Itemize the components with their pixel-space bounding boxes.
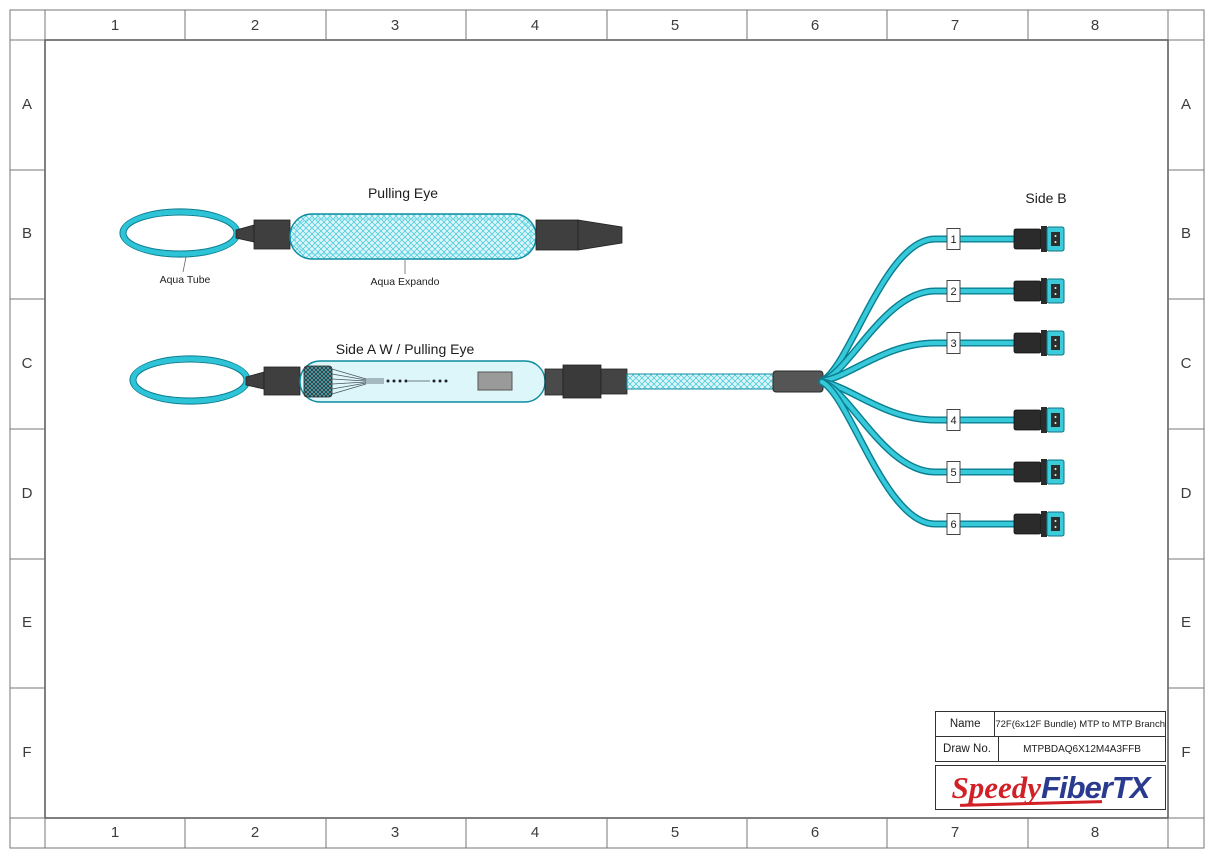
branch-cable-3 <box>818 339 1020 385</box>
grid-col-label-top-1: 1 <box>110 17 120 34</box>
branch-cable-2 <box>818 287 1020 385</box>
furcation-mesh-block <box>303 365 333 398</box>
branch-tag-label: 2 <box>950 286 956 298</box>
grid-row-label-right-e: E <box>1180 614 1191 631</box>
grid-row-label-left-c: C <box>21 355 33 372</box>
grid-col-label-top-7: 7 <box>950 17 960 34</box>
grid-col-label-bottom-1: 1 <box>110 824 120 841</box>
name-label: Name <box>936 712 996 736</box>
draw-no-value: MTPBDAQ6X12M4A3FFB <box>1023 743 1141 755</box>
grid-col-label-bottom-2: 2 <box>250 824 260 841</box>
grid-col-label-top-3: 3 <box>390 17 400 34</box>
grid-col-label-top-6: 6 <box>810 17 820 34</box>
grid-col-label-bottom-5: 5 <box>670 824 680 841</box>
title-block-row-name: Name 72F(6x12F Bundle) MTP to MTP Branch <box>936 712 1165 736</box>
branch-tag-2: 2 <box>946 280 961 302</box>
branch-number-tags: 1 2 3 4 5 6 <box>946 228 961 535</box>
inner-gray-sleeve <box>477 371 513 391</box>
aqua-tube-label: Aqua Tube <box>159 274 211 286</box>
loop-ferrule-block <box>263 366 301 396</box>
title-block-row-drawno: Draw No. MTPBDAQ6X12M4A3FFB <box>936 736 1165 761</box>
fiber-fanout-lines <box>331 368 430 395</box>
branch-tag-4: 4 <box>946 409 961 431</box>
mtp-connector-5 <box>1013 459 1065 485</box>
mtp-connectors <box>1013 226 1065 537</box>
grid-col-label-top-5: 5 <box>670 17 680 34</box>
cable-loop-tube <box>120 209 240 257</box>
grid-row-label-right-a: A <box>1180 96 1191 113</box>
grid-row-label-left-f: F <box>22 744 32 761</box>
cable-loop-inner <box>135 361 245 399</box>
grid-col-label-top-2: 2 <box>250 17 260 34</box>
grid-col-label-bottom-4: 4 <box>530 824 540 841</box>
grid-col-label-bottom-6: 6 <box>810 824 820 841</box>
side-b-title: Side B <box>1025 190 1067 206</box>
grid-col-label-bottom-8: 8 <box>1090 824 1100 841</box>
mtp-connector-4 <box>1013 407 1065 433</box>
grid-col-label-bottom-7: 7 <box>950 824 960 841</box>
connector-stage-3 <box>600 368 628 395</box>
branch-tag-label: 1 <box>950 234 956 246</box>
branch-tag-label: 3 <box>950 338 956 350</box>
branch-tag-label: 5 <box>950 467 956 479</box>
mtp-connector-2 <box>1013 278 1065 304</box>
grid-row-label-left-d: D <box>21 485 33 502</box>
grid-col-label-bottom-3: 3 <box>390 824 400 841</box>
grid-row-label-right-d: D <box>1180 485 1192 502</box>
branch-cable-4 <box>818 378 1020 424</box>
branch-tag-label: 4 <box>950 415 956 427</box>
logo-fibertx-text: FiberTX <box>1041 769 1150 805</box>
pulling-eye-assembly <box>119 208 623 274</box>
connector-stage-2 <box>562 364 602 399</box>
grid-col-label-top-4: 4 <box>530 17 540 34</box>
end-block <box>535 219 579 251</box>
loop-ferrule-block <box>253 219 291 250</box>
aqua-expando-label: Aqua Expando <box>370 276 440 288</box>
end-taper <box>577 219 623 251</box>
mtp-connector-1 <box>1013 226 1065 252</box>
side-a-title: Side A W / Pulling Eye <box>335 341 475 357</box>
mtp-connector-6 <box>1013 511 1065 537</box>
grid-row-label-right-f: F <box>1181 744 1191 761</box>
expando-sleeve <box>289 213 537 260</box>
branch-tag-1: 1 <box>946 228 961 250</box>
brand-logo: Speedy FiberTX <box>935 765 1166 810</box>
grid-row-label-left-a: A <box>21 96 32 113</box>
frame-ticks-vertical <box>10 39 1204 819</box>
sheet-frame <box>9 9 1205 849</box>
pulling-eye-title: Pulling Eye <box>367 185 439 201</box>
title-block: Name 72F(6x12F Bundle) MTP to MTP Branch… <box>935 711 1166 762</box>
branch-cable-6 <box>818 378 1020 528</box>
breakout-block <box>772 370 824 393</box>
branch-cables <box>818 235 1020 528</box>
grid-row-label-left-b: B <box>21 225 32 242</box>
fiber-dots <box>386 379 448 383</box>
grid-row-label-right-b: B <box>1180 225 1191 242</box>
branch-tag-5: 5 <box>946 461 961 483</box>
grid-row-label-left-e: E <box>21 614 32 631</box>
branch-tag-label: 6 <box>950 519 956 531</box>
aqua-tube-leader-line <box>182 256 187 273</box>
connector-stage-1 <box>544 368 564 396</box>
name-value: 72F(6x12F Bundle) MTP to MTP Branch <box>995 718 1165 730</box>
grid-row-label-right-c: C <box>1180 355 1192 372</box>
cable-loop-inner <box>125 214 235 252</box>
mtp-connector-3 <box>1013 330 1065 356</box>
branch-tag-6: 6 <box>946 513 961 535</box>
side-a-assembly <box>129 355 824 405</box>
logo-speedy-text: Speedy <box>951 769 1042 805</box>
expando-sleeve-inner-line <box>294 218 532 255</box>
cable-loop-tube <box>130 356 250 404</box>
draw-no-label: Draw No. <box>936 737 999 761</box>
grid-col-label-top-8: 8 <box>1090 17 1100 34</box>
frame-ticks-horizontal <box>44 10 1169 848</box>
mesh-trunk-cable <box>626 373 774 390</box>
branch-tag-3: 3 <box>946 332 961 354</box>
